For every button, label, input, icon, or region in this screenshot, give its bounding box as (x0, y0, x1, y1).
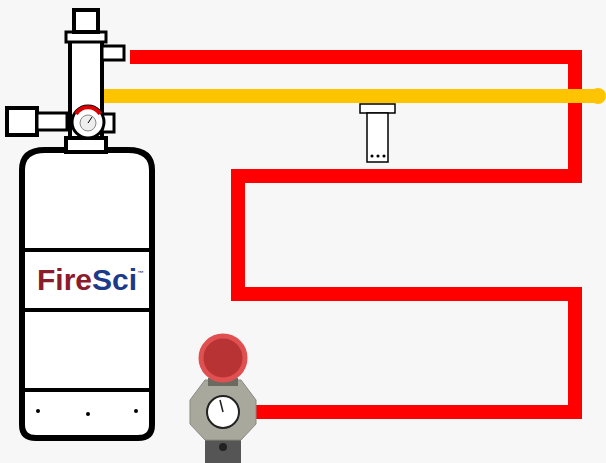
yellow-pipe (104, 89, 598, 103)
pipe-end (590, 88, 606, 104)
nozzle (360, 104, 395, 162)
brand-logo-text: Sci (92, 265, 137, 295)
red-pipe (130, 57, 575, 412)
brand-logo-text: Fire (37, 265, 92, 295)
pull-station (190, 336, 256, 463)
trademark-mark: ™ (138, 270, 144, 276)
extinguisher-cylinder (7, 10, 152, 438)
